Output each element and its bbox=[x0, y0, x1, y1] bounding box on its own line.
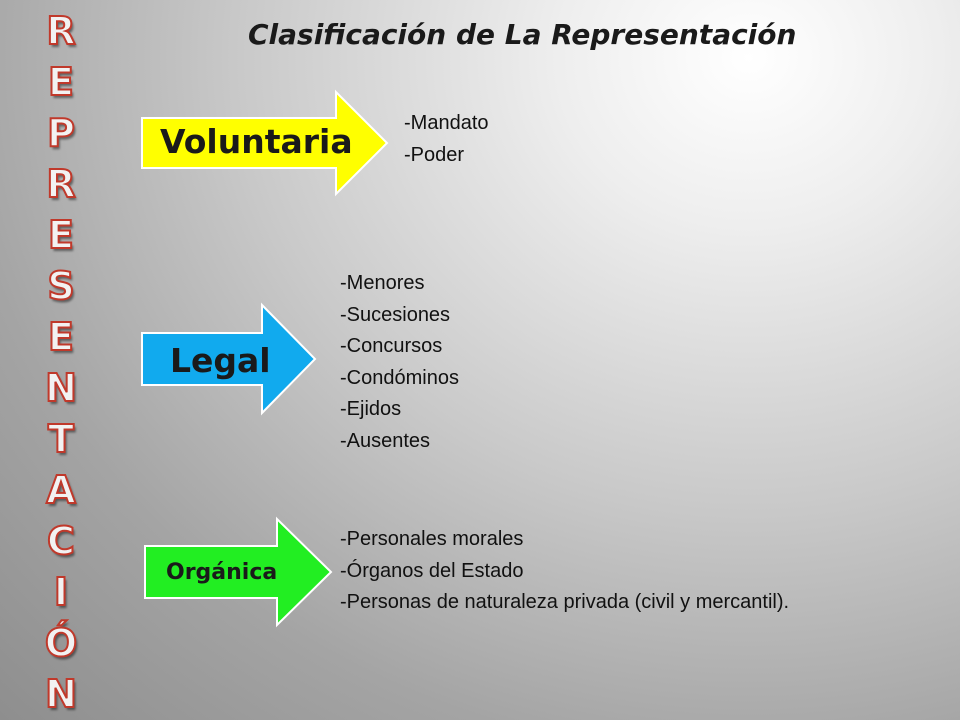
vertical-word-representacion: R E P R E S E N T A C I Ó N bbox=[26, 6, 96, 720]
legal-arrow bbox=[141, 302, 317, 416]
legal-list: -Menores -Sucesiones -Concursos -Condómi… bbox=[340, 268, 459, 457]
vertical-letter: E bbox=[47, 212, 75, 258]
list-item: -Poder bbox=[404, 143, 465, 166]
vertical-letter: E bbox=[47, 59, 75, 105]
legal-label: Legal bbox=[170, 341, 271, 380]
legal-arrow-shape bbox=[141, 302, 317, 416]
vertical-letter: R bbox=[45, 8, 76, 54]
vertical-letter: R bbox=[45, 161, 76, 207]
vertical-letter: E bbox=[47, 314, 75, 360]
vertical-letter: P bbox=[46, 110, 76, 156]
list-item: -Concursos bbox=[340, 335, 443, 357]
vertical-letter: N bbox=[44, 671, 78, 717]
organica-list: -Personales morales -Órganos del Estado … bbox=[340, 524, 789, 619]
list-item: -Personas de naturaleza privada (civil y… bbox=[340, 591, 790, 613]
list-item: -Sucesiones bbox=[340, 303, 451, 326]
vertical-letter: Ó bbox=[44, 620, 78, 666]
list-item: -Condóminos bbox=[340, 366, 459, 389]
list-item: -Menores bbox=[340, 272, 425, 294]
vertical-letter: N bbox=[44, 365, 78, 411]
vertical-letter: A bbox=[45, 467, 76, 513]
vertical-letter: C bbox=[46, 518, 76, 564]
list-item: -Ausentes bbox=[340, 429, 431, 452]
organica-arrow-shape bbox=[144, 516, 333, 628]
organica-label: Orgánica bbox=[166, 560, 278, 585]
voluntaria-arrow bbox=[141, 89, 389, 197]
organica-arrow bbox=[144, 516, 333, 628]
list-item: -Órganos del Estado bbox=[340, 559, 524, 582]
list-item: -Ejidos bbox=[340, 398, 402, 420]
vertical-letter: I bbox=[53, 569, 69, 615]
page-title: Clasificación de La Representación bbox=[248, 18, 797, 51]
list-item: -Mandato bbox=[404, 112, 489, 134]
voluntaria-arrow-shape bbox=[141, 89, 389, 197]
vertical-letter: S bbox=[46, 263, 75, 309]
vertical-letter: T bbox=[47, 416, 75, 462]
voluntaria-list: -Mandato -Poder bbox=[404, 108, 489, 171]
voluntaria-label: Voluntaria bbox=[160, 122, 353, 161]
list-item: -Personales morales bbox=[340, 528, 524, 550]
